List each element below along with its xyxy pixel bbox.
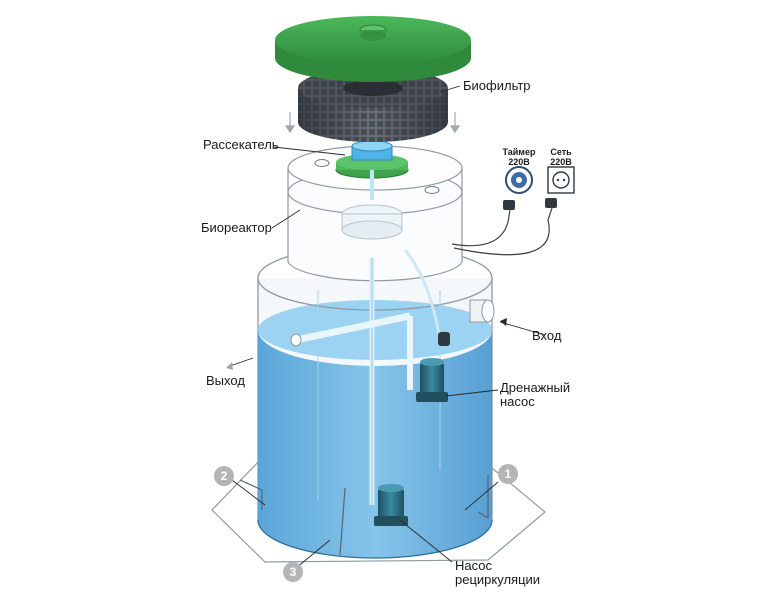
- main-tank: [257, 245, 493, 559]
- pipes: [290, 249, 442, 505]
- mains-socket-icon: [547, 166, 575, 194]
- lid: [275, 16, 471, 82]
- power-cables: [451, 207, 553, 256]
- label-bioreactor: Биореактор: [201, 220, 272, 235]
- label-inlet: Вход: [532, 328, 562, 343]
- plug-mains: [545, 198, 557, 208]
- svg-text:1: 1: [505, 467, 512, 481]
- label-timer-line1: Таймер: [502, 147, 536, 157]
- label-recirc-pump-line2: рециркуляции: [455, 572, 541, 587]
- label-mains-line1: Сеть: [550, 147, 572, 157]
- label-mains-line2: 220В: [550, 157, 572, 167]
- svg-text:3: 3: [290, 565, 297, 579]
- label-recirc-pump-line1: Насос: [455, 558, 492, 573]
- marker-1: 1: [498, 464, 518, 484]
- assembly-arrows: [284, 112, 461, 134]
- tank-supports: [239, 475, 489, 556]
- inlet-pipe: [469, 299, 495, 323]
- label-biofilter: Биофильтр: [463, 78, 531, 93]
- svg-text:2: 2: [221, 469, 228, 483]
- timer-socket-icon: [505, 166, 533, 194]
- label-drain-pump-line2: насос: [500, 394, 535, 409]
- label-splitter: Рассекатель: [203, 137, 279, 152]
- bioreactor: [287, 145, 463, 282]
- plug-timer: [503, 200, 515, 210]
- recirculation-pump: [374, 484, 408, 526]
- label-outlet: Выход: [206, 373, 245, 388]
- drain-pump: [416, 332, 450, 402]
- leader-lines: [226, 85, 546, 569]
- label-timer-line2: 220В: [508, 157, 530, 167]
- marker-2: 2: [214, 466, 234, 486]
- marker-3: 3: [283, 562, 303, 582]
- splitter: [335, 140, 409, 200]
- label-drain-pump-line1: Дренажный: [500, 380, 571, 395]
